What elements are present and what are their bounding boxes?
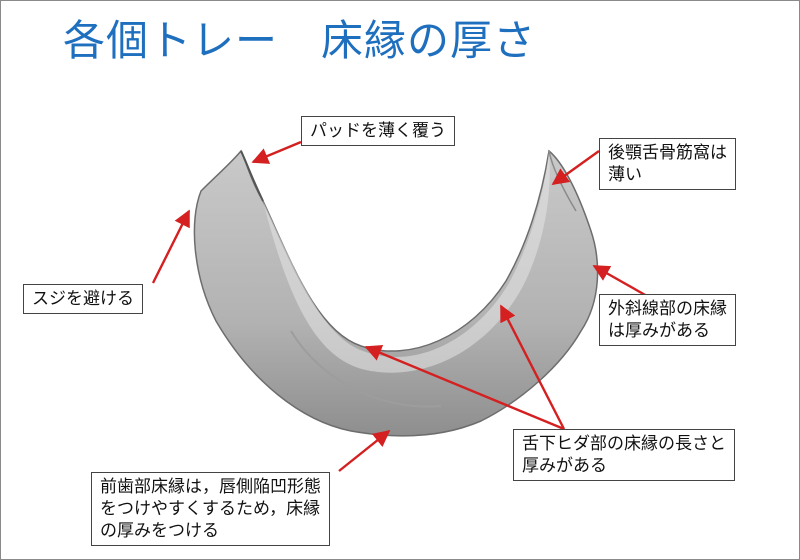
callout-ridge-text: スジを避ける xyxy=(32,289,134,309)
arrow-oblique xyxy=(592,264,648,298)
callout-anterior-text-3: の厚みをつける xyxy=(100,521,219,541)
arrow-anterior xyxy=(338,429,391,472)
callout-pad-text: パッドを薄く覆う xyxy=(310,121,446,141)
impression-tray xyxy=(193,149,599,437)
arrow-sublingual-2 xyxy=(499,304,566,430)
callout-anterior-text-2: をつけやすくするため，床縁 xyxy=(100,499,321,519)
callout-oblique: 外斜線部の床縁 は厚みがある xyxy=(599,294,736,346)
callout-sublingual-text-2: 厚みがある xyxy=(522,456,607,476)
callout-fossa-text-2: 薄い xyxy=(608,165,642,185)
callout-anterior: 前歯部床縁は，唇側陥凹形態 をつけやすくするため，床縁 の厚みをつける xyxy=(91,472,330,546)
callout-fossa-text-1: 後顎舌骨筋窩は xyxy=(608,143,727,163)
arrow-pad xyxy=(251,140,302,164)
callout-oblique-text-2: は厚みがある xyxy=(608,321,710,341)
callout-ridge: スジを避ける xyxy=(23,284,143,314)
page-title: 各個トレー 床縁の厚さ xyxy=(63,16,537,65)
callout-anterior-text-1: 前歯部床縁は，唇側陥凹形態 xyxy=(100,477,321,497)
callout-pad: パッドを薄く覆う xyxy=(301,116,455,146)
callout-sublingual-text-1: 舌下ヒダ部の床縁の長さと xyxy=(522,434,726,454)
callout-fossa: 後顎舌骨筋窩は 薄い xyxy=(599,138,736,190)
callout-oblique-text-1: 外斜線部の床縁 xyxy=(608,299,727,319)
callout-sublingual: 舌下ヒダ部の床縁の長さと 厚みがある xyxy=(513,429,735,481)
arrow-ridge xyxy=(151,209,191,284)
arrow-fossa xyxy=(551,150,600,185)
arrow-sublingual-1 xyxy=(364,345,565,431)
